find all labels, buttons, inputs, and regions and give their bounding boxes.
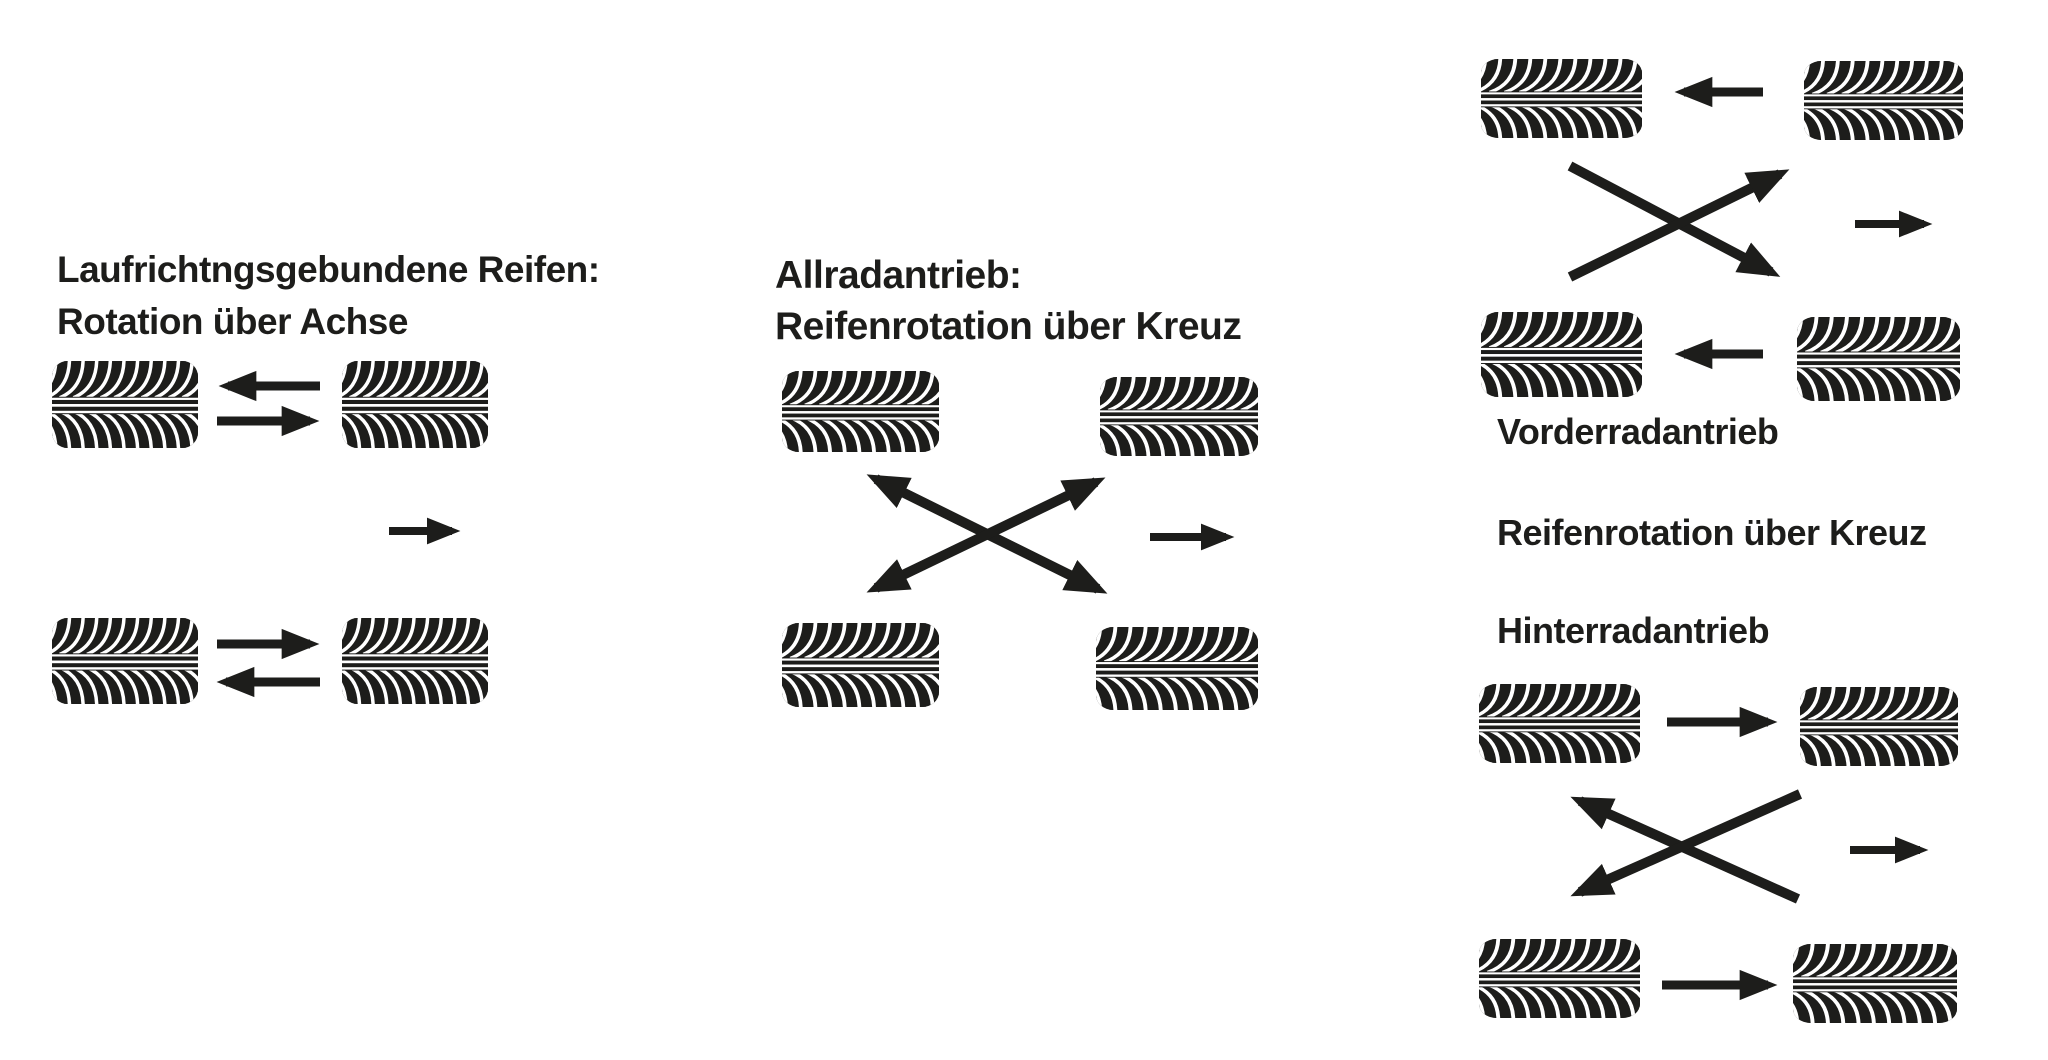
directional-section-title: Laufrichtngsgebundene Reifen: Rotation ü… — [57, 244, 600, 348]
tire-icon — [1460, 56, 1651, 140]
cross-arrow-icon — [1567, 169, 1790, 282]
tire-icon — [761, 620, 947, 710]
awd-title-line2: Reifenrotation über Kreuz — [775, 305, 1242, 348]
cross-rotation-note: Reifenrotation über Kreuz — [1497, 512, 1927, 553]
tire-icon — [323, 615, 496, 707]
tire-icon — [33, 615, 206, 707]
tire-icon — [1460, 309, 1651, 400]
fwd-label: Vorderradantrieb — [1497, 411, 1779, 452]
tire-icon — [1779, 684, 1966, 768]
awd-section-title: Allradantrieb: Reifenrotation über Kreuz — [775, 250, 1242, 352]
cross-arrow-icon — [1570, 789, 1803, 897]
tire-icon — [33, 358, 206, 451]
directional-title-line1: Laufrichtngsgebundene Reifen: — [57, 249, 600, 290]
tire-icon — [1775, 314, 1968, 404]
section-directional-graphics — [33, 358, 496, 707]
section-awd-graphics — [761, 368, 1267, 712]
section-fwd-graphics — [1460, 56, 1972, 403]
cross-arrow-icon — [1567, 161, 1781, 277]
tire-icon — [1074, 624, 1266, 713]
tire-icon — [761, 368, 947, 454]
tire-icon — [1458, 681, 1649, 765]
awd-title-line1: Allradantrieb: — [775, 254, 1022, 297]
tire-icon — [1458, 936, 1649, 1020]
tire-icon — [1783, 58, 1972, 142]
section-rwd-graphics — [1458, 681, 1967, 1025]
tire-icon — [1079, 374, 1266, 458]
rwd-label: Hinterradantrieb — [1497, 610, 1770, 651]
tire-icon — [323, 358, 496, 451]
cross-arrow-icon — [1570, 796, 1801, 904]
cross-arrow-icon — [866, 477, 1106, 593]
directional-title-line2: Rotation über Achse — [57, 301, 408, 342]
tire-icon — [1771, 941, 1966, 1025]
